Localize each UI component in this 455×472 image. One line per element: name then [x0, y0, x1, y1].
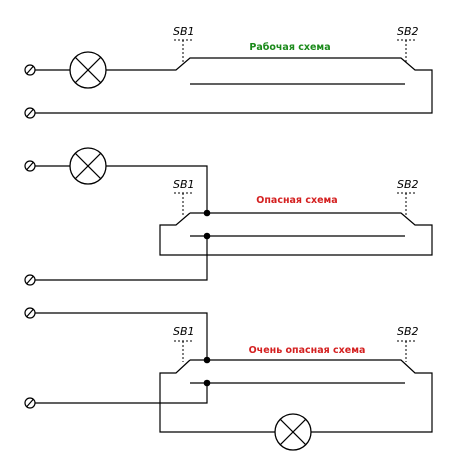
wire — [35, 236, 208, 281]
junction-dot — [203, 209, 211, 217]
wire — [159, 359, 275, 433]
diagram-title-working: Рабочая схема — [249, 42, 330, 53]
switch-label-sb2: SB2 — [397, 325, 419, 338]
lamp-icon — [69, 147, 107, 185]
switch-actuator-sb1 — [174, 340, 192, 362]
diagram-dangerous: SB1 SB2 Опасная схема — [24, 147, 433, 286]
wire — [35, 383, 208, 404]
switch-label-sb1: SB1 — [173, 25, 195, 38]
switch-actuator-sb2 — [397, 39, 415, 62]
diagram-very-dangerous: SB1 SB2 Очень опасная схема — [24, 307, 433, 451]
switch-actuator-sb1 — [174, 192, 192, 215]
terminal-icon — [24, 307, 36, 319]
lamp-icon — [274, 413, 312, 451]
wire — [35, 312, 208, 360]
junction-dot — [203, 232, 211, 240]
wire — [159, 212, 433, 256]
lamp-icon — [69, 51, 107, 89]
wire — [190, 359, 433, 433]
switch-label-sb2: SB2 — [397, 25, 419, 38]
switch-actuator-sb2 — [397, 340, 415, 362]
junction-dot — [203, 379, 211, 387]
switch-label-sb1: SB1 — [173, 325, 195, 338]
wire — [106, 165, 208, 213]
switch-actuator-sb1 — [174, 39, 192, 62]
wire — [35, 57, 433, 114]
diagram-title-very-dangerous: Очень опасная схема — [249, 345, 366, 356]
switch-label-sb1: SB1 — [173, 178, 195, 191]
terminal-icon — [24, 397, 36, 409]
terminal-icon — [24, 274, 36, 286]
diagram-working: SB1 SB2 Рабочая схема — [24, 25, 433, 119]
junction-dot — [203, 356, 211, 364]
terminal-icon — [24, 160, 36, 172]
switch-label-sb2: SB2 — [397, 178, 419, 191]
switch-actuator-sb2 — [397, 192, 415, 215]
diagram-title-dangerous: Опасная схема — [256, 195, 337, 206]
terminal-icon — [24, 107, 36, 119]
terminal-icon — [24, 64, 36, 76]
